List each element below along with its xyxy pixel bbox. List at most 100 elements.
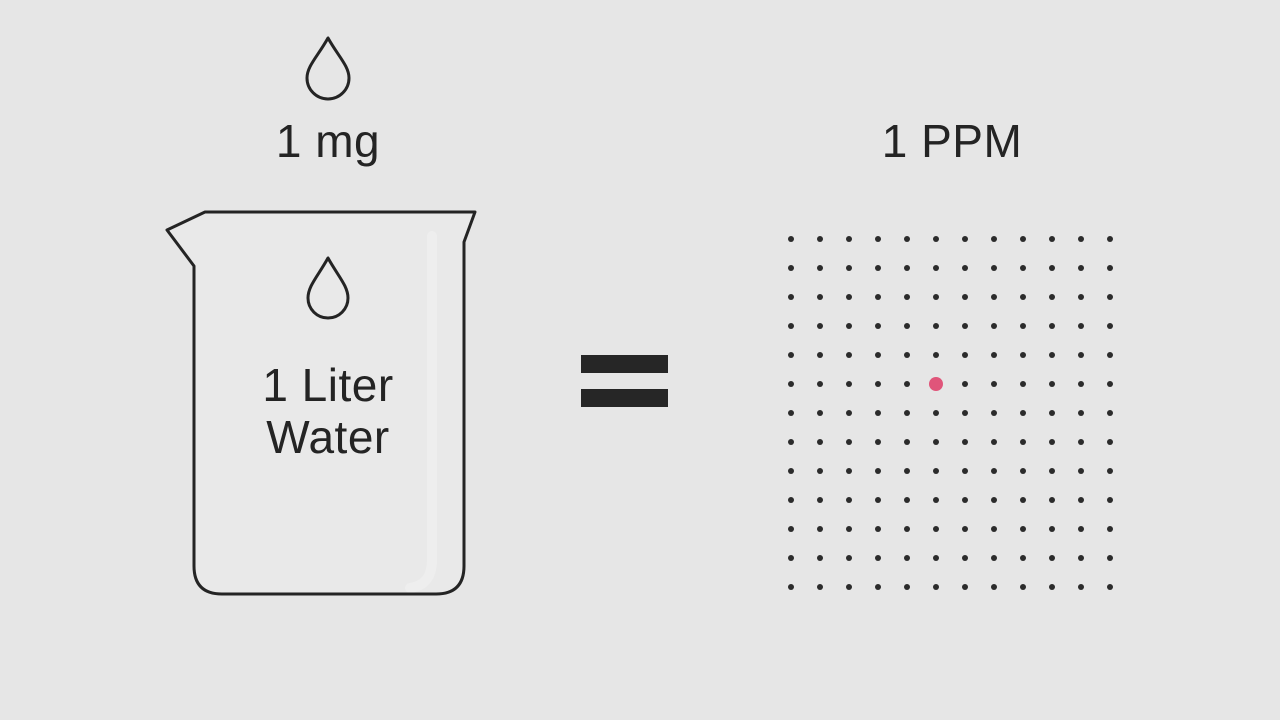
grid-dot <box>817 584 823 590</box>
grid-dot <box>962 410 968 416</box>
grid-dot <box>1049 526 1055 532</box>
grid-dot <box>1049 352 1055 358</box>
grid-dot <box>1020 352 1026 358</box>
grid-dot <box>933 294 939 300</box>
grid-dot <box>962 555 968 561</box>
grid-dot <box>817 439 823 445</box>
grid-dot <box>1020 497 1026 503</box>
grid-dot <box>991 439 997 445</box>
grid-dot <box>1020 381 1026 387</box>
beaker-volume-label: 1 Liter <box>262 359 394 411</box>
grid-dot <box>933 555 939 561</box>
equals-top-bar <box>581 355 668 373</box>
grid-dot <box>991 555 997 561</box>
grid-dot <box>875 265 881 271</box>
grid-dot <box>1049 555 1055 561</box>
grid-dot <box>962 497 968 503</box>
grid-dot <box>1020 555 1026 561</box>
grid-dot <box>1107 439 1113 445</box>
grid-dot <box>1078 352 1084 358</box>
grid-dot <box>875 468 881 474</box>
grid-dot <box>875 439 881 445</box>
grid-dot <box>1078 555 1084 561</box>
grid-dot <box>817 265 823 271</box>
grid-dot <box>962 526 968 532</box>
grid-dot <box>962 381 968 387</box>
grid-dot <box>904 584 910 590</box>
grid-dot <box>1078 236 1084 242</box>
grid-dot <box>962 323 968 329</box>
grid-dot <box>904 381 910 387</box>
grid-dot <box>1107 468 1113 474</box>
grid-dot <box>875 352 881 358</box>
grid-dot <box>1107 352 1113 358</box>
grid-dot <box>933 265 939 271</box>
grid-dot <box>1107 584 1113 590</box>
grid-dot <box>933 439 939 445</box>
grid-dot <box>1049 468 1055 474</box>
grid-dot <box>962 584 968 590</box>
grid-dot <box>875 526 881 532</box>
grid-dot <box>1049 439 1055 445</box>
grid-dot <box>1078 265 1084 271</box>
grid-dot <box>1049 497 1055 503</box>
grid-dot <box>846 584 852 590</box>
grid-dot <box>991 468 997 474</box>
grid-dot <box>788 265 794 271</box>
grid-dot <box>1020 294 1026 300</box>
grid-dot <box>817 410 823 416</box>
grid-dot <box>788 352 794 358</box>
grid-dot <box>875 294 881 300</box>
grid-dot <box>1078 584 1084 590</box>
grid-dot <box>788 439 794 445</box>
grid-dot <box>875 410 881 416</box>
grid-dot <box>1078 294 1084 300</box>
grid-dot <box>788 468 794 474</box>
grid-dot <box>991 236 997 242</box>
grid-dot <box>1020 236 1026 242</box>
grid-dot <box>817 468 823 474</box>
grid-dot <box>991 381 997 387</box>
grid-dot <box>788 294 794 300</box>
grid-dot <box>1049 584 1055 590</box>
highlighted-dot <box>928 377 943 391</box>
grid-dot <box>1078 323 1084 329</box>
grid-dot <box>1107 410 1113 416</box>
grid-dot <box>1078 439 1084 445</box>
grid-dot <box>1107 555 1113 561</box>
grid-dot <box>962 352 968 358</box>
grid-dot <box>817 497 823 503</box>
grid-dot <box>817 555 823 561</box>
grid-dot <box>875 497 881 503</box>
grid-dot <box>933 352 939 358</box>
grid-dot <box>991 323 997 329</box>
grid-dot <box>962 236 968 242</box>
grid-dot <box>904 439 910 445</box>
grid-dot <box>991 526 997 532</box>
grid-dot <box>1049 294 1055 300</box>
grid-dot <box>846 526 852 532</box>
grid-dot <box>1049 236 1055 242</box>
grid-dot <box>962 468 968 474</box>
grid-dot <box>904 352 910 358</box>
grid-dot <box>846 381 852 387</box>
grid-dot <box>817 236 823 242</box>
grid-dot <box>817 352 823 358</box>
grid-dot <box>1107 294 1113 300</box>
grid-dot <box>817 323 823 329</box>
grid-dot <box>875 323 881 329</box>
grid-dot <box>904 526 910 532</box>
grid-dot <box>846 439 852 445</box>
grid-dot <box>1078 410 1084 416</box>
grid-dot <box>846 497 852 503</box>
grid-dot <box>933 468 939 474</box>
grid-dot <box>817 381 823 387</box>
grid-dot <box>962 439 968 445</box>
grid-dot <box>875 555 881 561</box>
grid-dot <box>875 381 881 387</box>
grid-dot <box>991 294 997 300</box>
grid-dot <box>1049 265 1055 271</box>
grid-dot <box>1078 497 1084 503</box>
grid-dot <box>933 497 939 503</box>
